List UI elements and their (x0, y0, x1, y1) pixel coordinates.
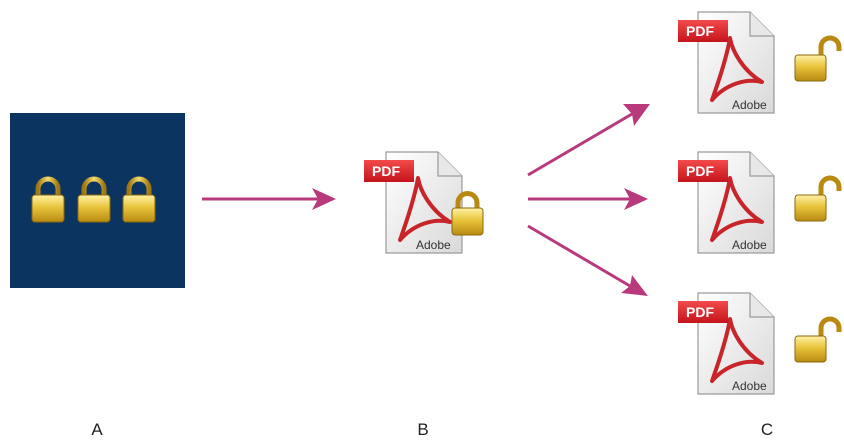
pdf-badge: PDF (678, 160, 728, 182)
svg-text:PDF: PDF (686, 23, 714, 39)
svg-text:PDF: PDF (372, 163, 400, 179)
pdf-badge: PDF (678, 20, 728, 42)
brand-text: Adobe (416, 238, 451, 252)
output-document-3: PDF Adobe (678, 292, 842, 395)
certificate-panel (10, 113, 185, 288)
lock-icon (451, 191, 484, 236)
pdf-badge: PDF (678, 301, 728, 323)
arrow-a-to-b (202, 188, 336, 210)
unlocked-padlock-icon (794, 35, 842, 82)
output-document-1: PDF Adobe (678, 11, 842, 114)
brand-text: Adobe (732, 379, 767, 393)
arrow-b-to-c-top (527, 104, 650, 177)
stage-label-c: C (760, 420, 774, 439)
pdf-badge: PDF (364, 160, 414, 182)
unlocked-padlock-icon (794, 175, 842, 222)
stage-label-b: B (417, 420, 429, 439)
svg-text:PDF: PDF (686, 163, 714, 179)
lock-icon (77, 176, 111, 223)
brand-text: Adobe (732, 98, 767, 112)
lock-group (31, 176, 156, 223)
stage-label-a: A (91, 420, 103, 439)
brand-text: Adobe (732, 238, 767, 252)
svg-text:PDF: PDF (686, 304, 714, 320)
arrow-b-to-c-middle (528, 188, 648, 210)
unlocked-padlock-icon (794, 316, 842, 363)
lock-icon (31, 176, 65, 223)
arrow-b-to-c-bottom (527, 224, 648, 296)
output-document-2: PDF Adobe (678, 151, 842, 254)
lock-icon (122, 176, 156, 223)
